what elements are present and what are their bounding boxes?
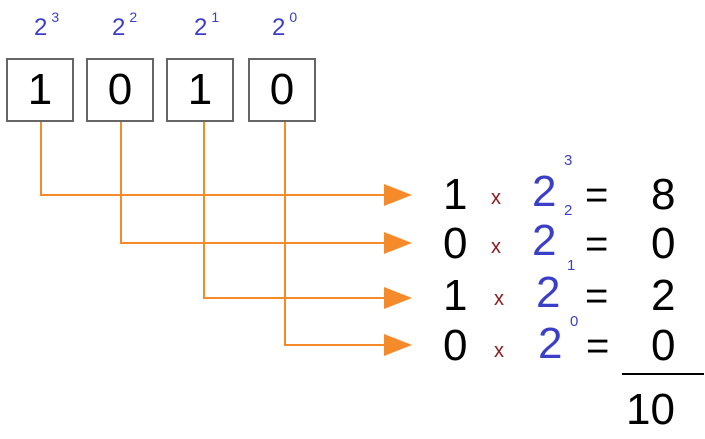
row-digit: 0 — [443, 219, 468, 268]
arrow-connector-2 — [120, 122, 390, 244]
place-value-base: 2 — [34, 14, 48, 41]
row-exponent: 1 — [567, 257, 576, 274]
arrowhead-2 — [384, 232, 412, 254]
arrow-connector-3 — [203, 122, 390, 299]
multiply-sign: x — [494, 340, 504, 362]
arrowhead-4 — [384, 334, 412, 356]
row-digit: 1 — [443, 170, 468, 219]
binary-digit-box-3: 1 — [166, 58, 234, 122]
row-digit: 1 — [443, 271, 468, 320]
binary-digit-box-1: 1 — [6, 58, 74, 122]
multiply-sign: x — [494, 288, 504, 310]
binary-digit-box-4: 0 — [248, 58, 316, 122]
place-value-base: 2 — [194, 14, 208, 41]
arrow-connector-4 — [284, 122, 390, 346]
sum-divider-line — [622, 373, 704, 375]
row-exponent: 0 — [570, 313, 579, 330]
place-value-exponent: 1 — [211, 9, 220, 25]
arrowhead-1 — [384, 184, 412, 206]
row-result: 2 — [651, 271, 676, 320]
place-value-base: 2 — [112, 14, 126, 41]
arrow-connector-1 — [40, 122, 390, 196]
row-result: 0 — [651, 219, 676, 268]
multiply-sign: x — [491, 236, 501, 258]
row-base: 2 — [532, 216, 557, 265]
row-base: 2 — [538, 319, 563, 368]
equals-sign: = — [585, 222, 609, 266]
multiply-sign: x — [491, 187, 501, 209]
place-value-exponent: 0 — [289, 9, 298, 25]
row-exponent: 3 — [564, 152, 573, 169]
row-result: 0 — [651, 321, 676, 370]
place-value-exponent: 3 — [51, 9, 60, 25]
equals-sign: = — [586, 324, 610, 368]
equals-sign: = — [585, 274, 609, 318]
binary-digit-box-2: 0 — [86, 58, 154, 122]
decimal-total: 10 — [626, 385, 675, 434]
row-digit: 0 — [443, 321, 468, 370]
row-base: 2 — [536, 268, 561, 317]
place-value-exponent: 2 — [129, 9, 138, 25]
row-result: 8 — [651, 170, 676, 219]
equals-sign: = — [585, 173, 609, 217]
arrowhead-3 — [384, 287, 412, 309]
place-value-base: 2 — [272, 14, 286, 41]
row-exponent: 2 — [564, 202, 573, 219]
row-base: 2 — [532, 167, 557, 216]
